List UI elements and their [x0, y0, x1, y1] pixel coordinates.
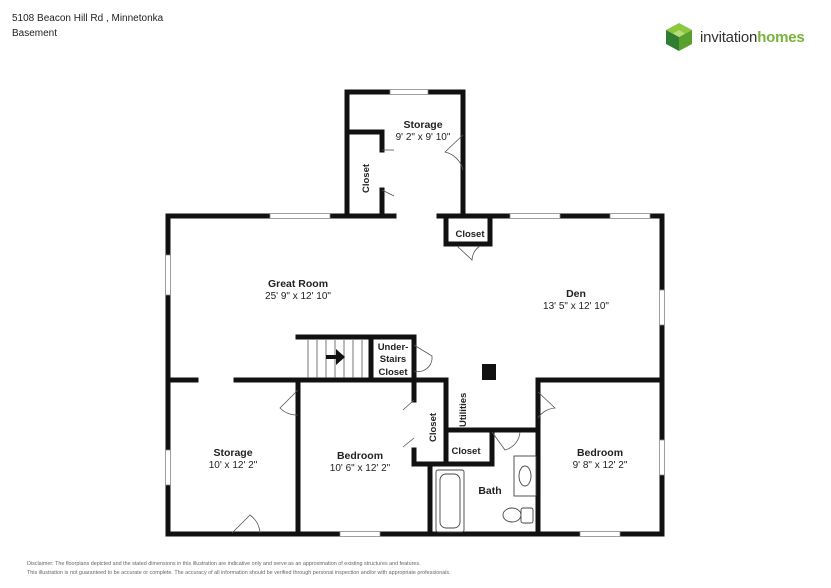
den-name: Den — [566, 288, 586, 300]
plan-header: 5108 Beacon Hill Rd , Minnetonka Basemen… — [12, 11, 163, 41]
great-room-dims: 25' 9" x 12' 10" — [265, 291, 331, 302]
disclaimer-line-1: Disclaimer: The floorplans depicted and … — [27, 561, 421, 567]
storage-top-dims: 9' 2" x 9' 10" — [396, 132, 451, 143]
disclaimer: Disclaimer: The floorplans depicted and … — [27, 560, 587, 578]
closet-bath-name: Closet — [451, 446, 481, 457]
bedroom-right-name: Bedroom — [577, 447, 623, 459]
bath-name: Bath — [478, 485, 501, 497]
windows — [165, 89, 665, 537]
toilet-icon — [502, 507, 522, 523]
property-address: 5108 Beacon Hill Rd , Minnetonka — [12, 13, 164, 24]
disclaimer-line-2: This illustration is not guaranteed to b… — [27, 570, 451, 576]
under-stairs-line1: Under- — [378, 342, 409, 353]
floor-level: Basement — [12, 28, 58, 39]
bedroom-left-dims: 10' 6" x 12' 2" — [330, 463, 391, 474]
logo-wordmark: invitationhomes — [700, 29, 805, 46]
chimney-block — [482, 364, 496, 380]
diamond-cube-logo-icon — [666, 23, 692, 51]
closet-top-left-name: Closet — [361, 163, 372, 193]
great-room-name: Great Room — [268, 278, 328, 290]
under-stairs-line3: Closet — [378, 367, 408, 378]
logo-text-secondary: homes — [757, 28, 805, 46]
utilities-name: Utilities — [458, 393, 469, 427]
storage-bottom-name: Storage — [213, 447, 252, 459]
logo-text-primary: invitation — [700, 28, 758, 46]
bath-fixtures — [435, 455, 537, 533]
stair-arrow-icon — [326, 349, 345, 365]
bedroom-left-name: Bedroom — [337, 450, 383, 462]
storage-bottom-dims: 10' x 12' 2" — [209, 460, 258, 471]
door-swings — [231, 134, 556, 534]
closet-bedroom-name: Closet — [428, 412, 439, 442]
storage-top-name: Storage — [403, 119, 442, 131]
closet-top-mid-name: Closet — [455, 229, 485, 240]
brand-logo: invitationhomes — [664, 22, 805, 52]
under-stairs-line2: Stairs — [380, 354, 406, 365]
den-dims: 13' 5" x 12' 10" — [543, 301, 609, 312]
bedroom-right-dims: 9' 8" x 12' 2" — [573, 460, 628, 471]
